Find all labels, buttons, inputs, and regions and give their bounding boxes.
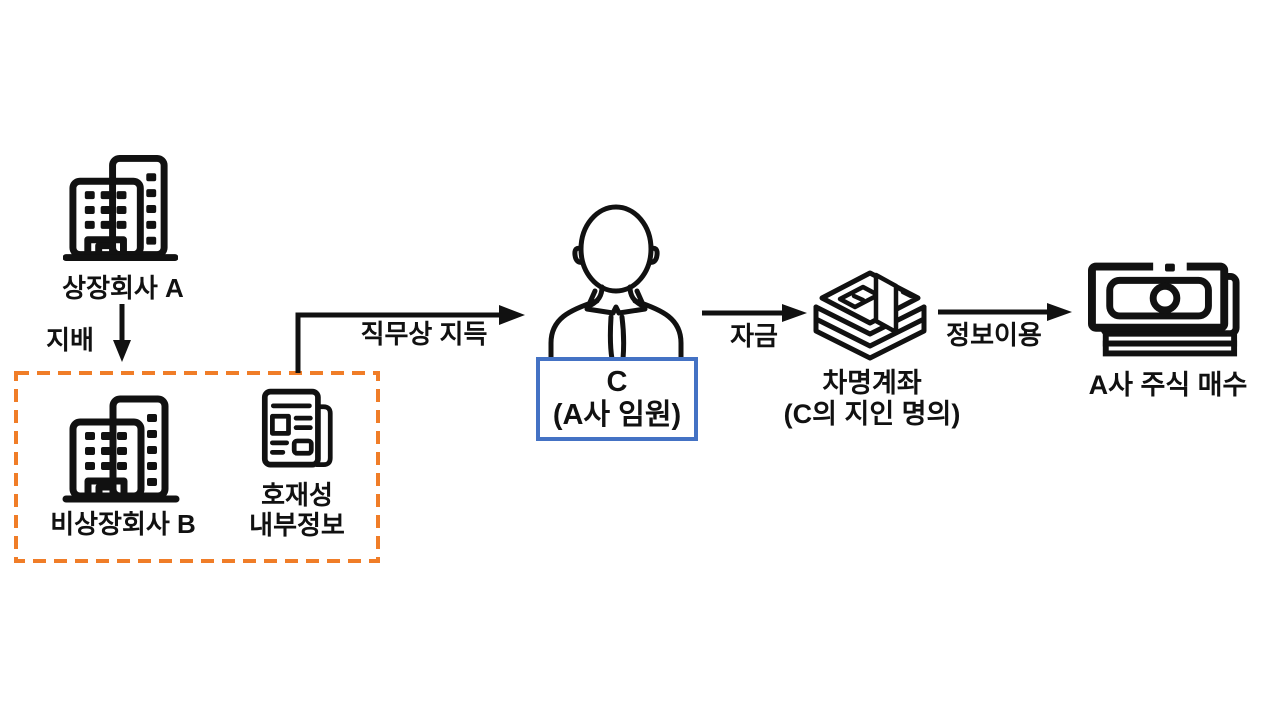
executive-role: (A사 임원)	[552, 399, 682, 431]
funds-arrow	[700, 300, 810, 326]
company-b-label: 비상장회사 B	[50, 509, 196, 539]
down-arrow	[104, 302, 140, 364]
company-b-building-icon	[62, 394, 180, 504]
banknote-icon	[1088, 260, 1242, 358]
info-use-arrow	[936, 299, 1076, 325]
purchase-label: A사 주식 매수	[1088, 370, 1248, 400]
account-label-line1: 차명계좌	[822, 368, 922, 398]
acquired-edge-label: 직무상 지득	[360, 319, 488, 349]
money-stack-icon	[806, 262, 934, 365]
control-edge-label: 지배	[46, 325, 94, 355]
executive-box: C (A사 임원)	[536, 357, 698, 441]
account-label-line2: (C의 지인 명의)	[783, 399, 961, 429]
dashed-group-box	[13, 370, 381, 564]
acquired-elbow-arrow	[292, 301, 532, 375]
info-use-edge-label: 정보이용	[946, 320, 1042, 350]
company-a-building-icon	[63, 152, 178, 264]
executive-name: C	[606, 366, 628, 398]
newspaper-icon	[261, 387, 335, 474]
inside-info-label-line1: 호재성	[261, 480, 333, 510]
person-icon	[540, 203, 692, 359]
company-a-label: 상장회사 A	[62, 273, 184, 303]
funds-edge-label: 자금	[730, 321, 778, 351]
inside-info-label-line2: 내부정보	[249, 510, 345, 540]
